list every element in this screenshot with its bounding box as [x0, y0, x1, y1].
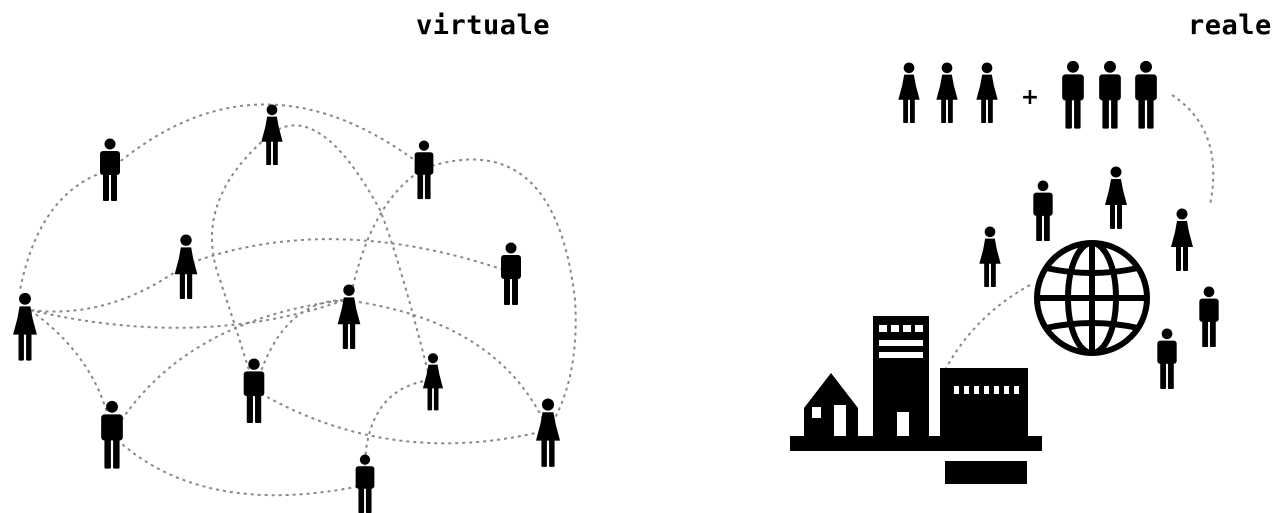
female-person-icon	[976, 62, 998, 124]
connection-link	[109, 103, 426, 171]
male-person-icon	[414, 140, 434, 200]
female-person-icon	[337, 284, 361, 349]
connection-link	[29, 309, 113, 436]
female-person-icon	[898, 62, 920, 124]
connection-link	[1171, 94, 1215, 206]
connection-link	[111, 299, 346, 436]
male-person-icon	[1157, 328, 1177, 390]
male-person-icon	[355, 454, 375, 513]
connection-link	[211, 132, 273, 391]
connection-link	[19, 169, 111, 291]
male-person-icon	[1062, 60, 1084, 129]
connection-link	[944, 284, 1031, 371]
connection-link	[29, 299, 346, 329]
connection-link	[29, 264, 186, 313]
virtual-title: virtuale	[416, 10, 551, 41]
female-person-icon	[936, 62, 958, 124]
connection-link	[254, 299, 346, 391]
connection-link	[424, 158, 577, 431]
connection-link	[111, 434, 366, 497]
connection-link	[344, 299, 549, 431]
male-person-icon	[101, 400, 123, 469]
plus-operator: +	[1021, 85, 1039, 110]
male-person-icon	[1135, 60, 1157, 129]
real-connections	[944, 94, 1215, 371]
real-title: reale	[1188, 10, 1272, 41]
male-person-icon	[1033, 180, 1053, 242]
female-person-icon	[535, 398, 561, 467]
female-person-icon	[13, 292, 37, 361]
female-person-icon	[261, 104, 283, 166]
female-person-icon	[1105, 166, 1127, 229]
female-person-icon	[174, 234, 198, 299]
connection-link	[363, 379, 431, 486]
connection-link	[349, 167, 426, 301]
virtual-connections	[19, 103, 577, 497]
female-person-icon	[1171, 208, 1193, 271]
buildings-icon	[790, 316, 1042, 484]
male-person-icon	[1099, 60, 1121, 129]
connection-link	[254, 389, 549, 445]
male-person-icon	[100, 138, 120, 201]
globe-icon	[1034, 240, 1150, 356]
connection-link	[271, 124, 431, 381]
male-person-icon	[1199, 286, 1219, 348]
male-person-icon	[501, 242, 521, 305]
female-person-icon	[979, 226, 1001, 288]
connection-link	[184, 238, 511, 273]
